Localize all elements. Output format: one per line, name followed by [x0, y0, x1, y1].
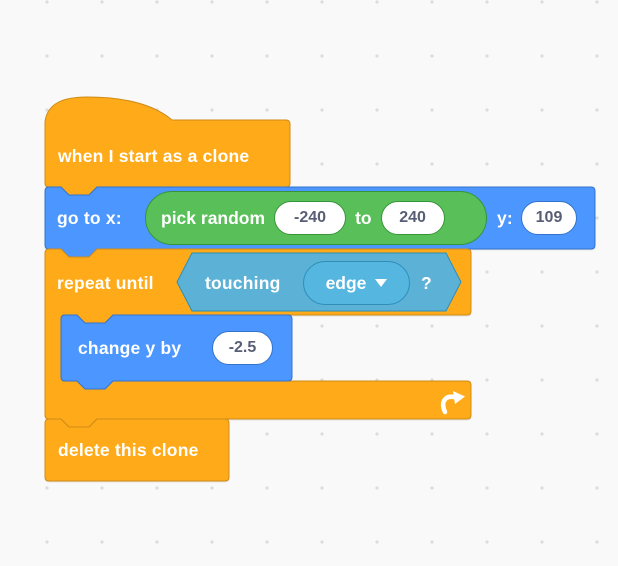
y-value-input[interactable]: 109 — [521, 201, 577, 235]
when-i-start-as-a-clone-block[interactable] — [44, 96, 291, 196]
edge-dropdown[interactable]: edge — [303, 261, 410, 305]
chevron-down-icon — [375, 279, 388, 287]
pick-random-block[interactable]: pick random -240 to 240 — [145, 191, 487, 245]
loop-arrow-icon — [440, 391, 465, 415]
pick-random-to-label: to — [355, 207, 372, 228]
random-min-input[interactable]: -240 — [274, 201, 347, 235]
change-y-input[interactable]: -2.5 — [212, 331, 273, 365]
edge-dropdown-value: edge — [325, 272, 367, 293]
random-max-input[interactable]: 240 — [380, 201, 445, 235]
pick-random-label: pick random — [161, 207, 266, 228]
delete-this-clone-block[interactable] — [44, 418, 230, 482]
